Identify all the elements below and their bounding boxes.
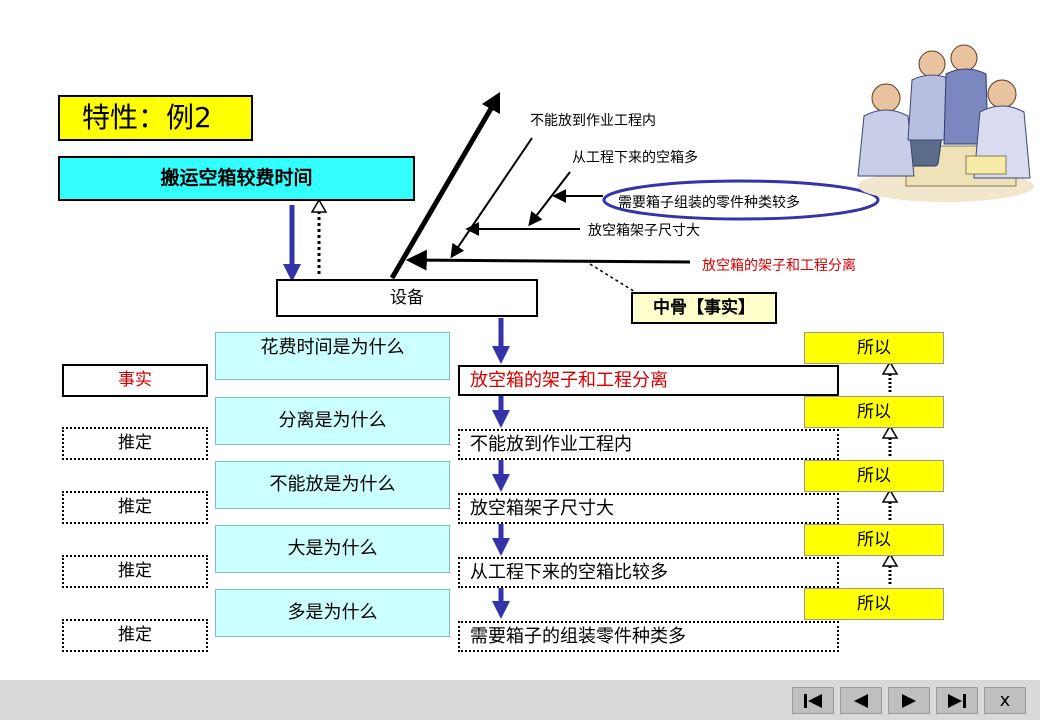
previous-slide-button[interactable]: [840, 687, 882, 714]
why-question-5: 多是为什么: [215, 589, 450, 637]
skip-first-icon: [804, 693, 822, 708]
why-question-4: 大是为什么: [215, 525, 450, 573]
last-slide-button[interactable]: [936, 687, 978, 714]
main-bone-line: [389, 98, 499, 280]
branch-label-2: 从工程下来的空箱多: [572, 150, 698, 166]
close-icon: x: [999, 690, 1011, 711]
so-up-arrows: [881, 360, 899, 584]
effect-box: 搬运空箱较费时间: [58, 156, 415, 201]
so-label-4: 所以: [804, 524, 944, 556]
main-bone-arrowhead: [482, 92, 500, 114]
next-icon: [902, 693, 916, 708]
answer-1: 放空箱的架子和工程分离: [458, 365, 839, 396]
branch-line-2: [528, 171, 571, 227]
previous-icon: [854, 693, 868, 708]
tag-inference-3: 推定: [62, 555, 208, 588]
tag-inference-4: 推定: [62, 619, 208, 652]
equipment-box: 设备: [276, 279, 538, 317]
why-question-text: 大是为什么: [287, 538, 378, 559]
why-question-text: 多是为什么: [287, 602, 378, 623]
why-question-1: 花费时间是为什么: [215, 332, 450, 380]
slide-navigation-bar: [0, 680, 1040, 720]
next-slide-button[interactable]: [888, 687, 930, 714]
highlight-ellipse: [602, 179, 880, 221]
tag-inference-2: 推定: [62, 491, 208, 524]
branch-label-4: 放空箱架子尺寸大: [588, 223, 700, 239]
why-question-text: 花费时间是为什么: [260, 337, 405, 358]
answer-4: 从工程下来的空箱比较多: [458, 557, 839, 588]
close-button[interactable]: x: [984, 687, 1026, 714]
answer-2: 不能放到作业工程内: [458, 429, 839, 460]
why-question-text: 分离是为什么: [278, 410, 387, 431]
branch-label-3: 需要箱子组装的零件种类较多: [618, 195, 800, 211]
down-arrow-head: [283, 264, 301, 282]
tag-fact: 事实: [62, 364, 208, 397]
tag-inference-1: 推定: [62, 427, 208, 460]
answer-3: 放空箱架子尺寸大: [458, 493, 839, 524]
answer-5: 需要箱子的组装零件种类多: [458, 621, 839, 652]
so-label-5: 所以: [804, 588, 944, 620]
branch-label-5: 放空箱的架子和工程分离: [702, 258, 856, 274]
skip-last-icon: [948, 693, 966, 708]
diagram-connectors: [283, 92, 899, 619]
why-question-3: 不能放是为什么: [215, 461, 450, 509]
first-slide-button[interactable]: [792, 687, 834, 714]
leader-line: [589, 263, 641, 296]
so-label-2: 所以: [804, 396, 944, 428]
why-question-2: 分离是为什么: [215, 397, 450, 445]
branch-label-1: 不能放到作业工程内: [530, 113, 656, 129]
page-title: 特性：例2: [58, 95, 253, 141]
so-label-3: 所以: [804, 460, 944, 492]
middle-bone-box: 中骨【事实】: [631, 292, 777, 324]
answer-column-arrows: [492, 318, 510, 619]
branch-line-1: [450, 137, 533, 259]
people-meeting-illustration: [857, 44, 1034, 202]
so-label-1: 所以: [804, 332, 944, 364]
why-question-text: 不能放是为什么: [269, 474, 396, 495]
branch-line-5: [405, 249, 691, 271]
dashed-up-arrow: [310, 198, 328, 274]
